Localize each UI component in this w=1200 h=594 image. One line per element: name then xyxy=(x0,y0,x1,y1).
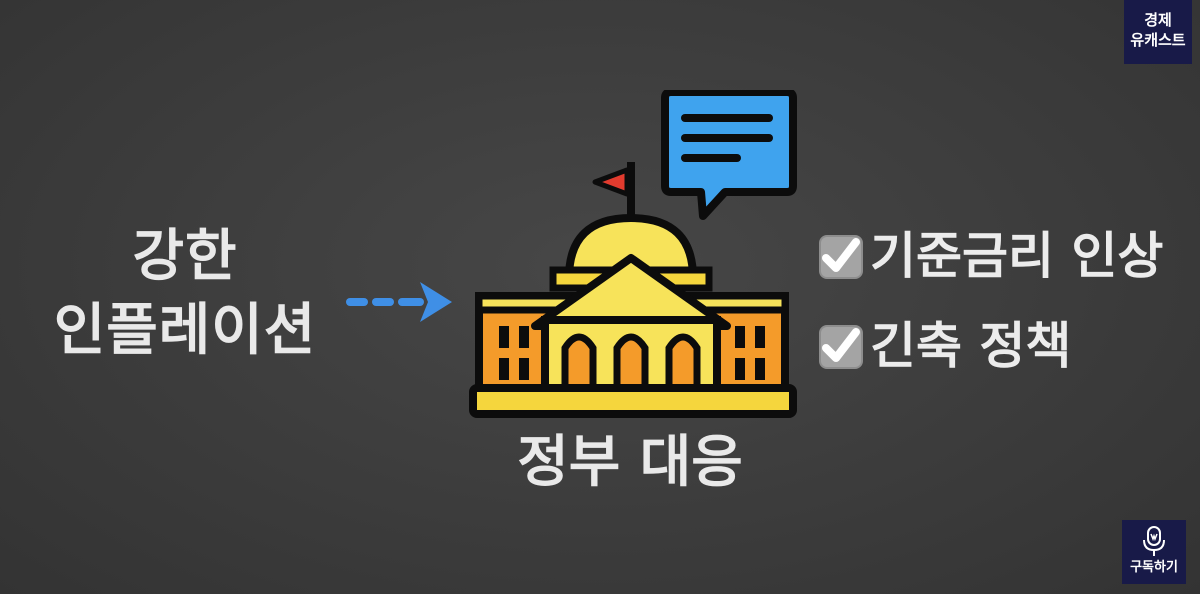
checkbox-checked-icon xyxy=(818,234,864,280)
inflation-heading-line2: 인플레이션 xyxy=(53,298,317,363)
arrow-right-icon xyxy=(340,276,460,332)
channel-logo[interactable]: 경제 유캐스트 xyxy=(1124,0,1192,64)
channel-logo-line2: 유캐스트 xyxy=(1130,31,1186,49)
government-response-caption: 정부 대응 xyxy=(517,430,743,495)
checkbox-checked-icon xyxy=(818,324,864,370)
channel-logo-line1: 경제 xyxy=(1144,11,1172,29)
list-item-label: 긴축 정책 xyxy=(870,317,1072,375)
subscribe-button[interactable]: 구독하기 xyxy=(1122,520,1186,584)
microphone-icon xyxy=(1142,526,1166,562)
list-item-label: 기준금리 인상 xyxy=(870,227,1164,285)
inflation-heading-line1: 강한 xyxy=(132,224,238,289)
government-building-icon xyxy=(465,88,800,424)
subscribe-label: 구독하기 xyxy=(1130,560,1178,575)
